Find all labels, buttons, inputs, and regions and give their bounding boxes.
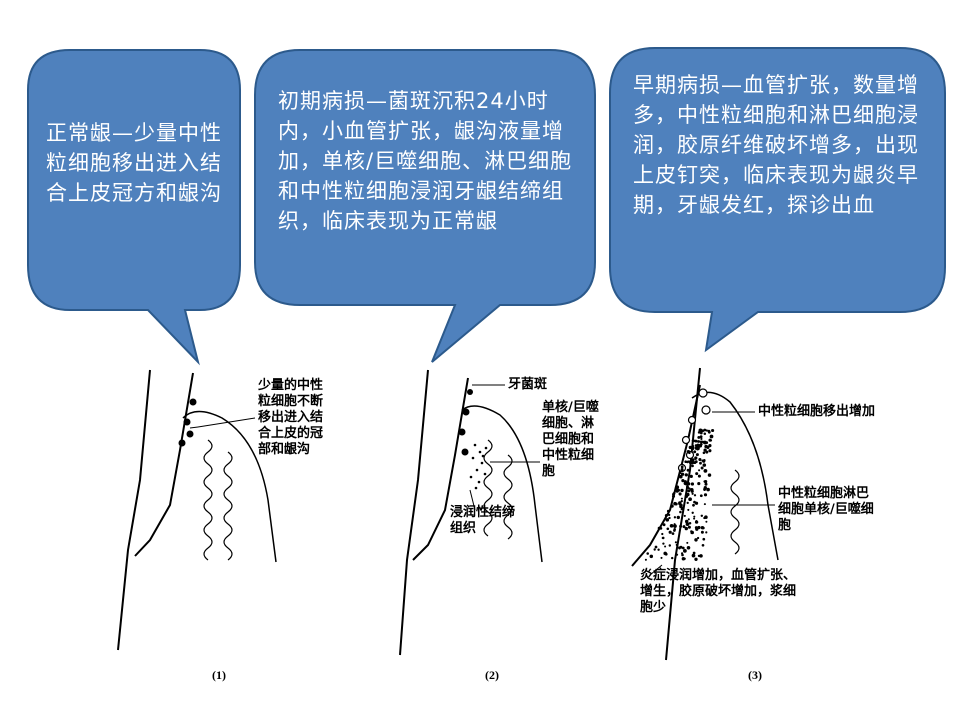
- panel-1-drawing: [117, 369, 277, 651]
- panel-3-inflammation-label: 炎症浸润增加，血管扩张、增生，胶原破坏增加，浆细胞少: [640, 568, 797, 615]
- bubble-1-text: 正常龈—少量中性粒细胞移出进入结合上皮冠方和龈沟: [46, 121, 222, 205]
- callout-bubble-3: [609, 47, 946, 353]
- rete-wave-2: [483, 439, 493, 537]
- gingiva-outline-2: [461, 405, 543, 563]
- callout-bubble-2: [254, 49, 596, 363]
- panel-2-tissue-label: 浸润性结缔组织: [450, 505, 516, 536]
- rete-wave-2b: [503, 454, 513, 540]
- rete-wave-1: [203, 439, 213, 561]
- bubble-2-text: 初期病损—菌斑沉积24小时内，小血管扩张，龈沟液量增加，单核/巨噬细胞、淋巴细胞…: [278, 89, 573, 233]
- tooth-surface-2: [399, 369, 429, 656]
- panel-3-cells-label: 中性粒细胞淋巴细胞单核/巨噬细胞: [778, 486, 874, 533]
- callout-bubble-1: [27, 49, 241, 366]
- epithelium-line-1: [134, 372, 194, 557]
- panel-3-migration-label: 中性粒细胞移出增加: [758, 404, 876, 419]
- tooth-surface-1: [117, 369, 151, 651]
- infiltrate-dots-3: [644, 428, 715, 561]
- neutrophils-1: [178, 398, 197, 447]
- plaque-dots-2: [458, 389, 473, 456]
- panel-3-number: (3): [748, 668, 762, 682]
- panel-2-cells-label: 单核/巨噬细胞、淋巴细胞和中性粒细胞: [542, 400, 599, 479]
- bubble-3-text: 早期病损—血管扩张，数量增多，中性粒细胞和淋巴细胞浸润，胶原纤维破坏增多，出现上…: [633, 73, 919, 217]
- panel-2-drawing: [399, 369, 543, 656]
- panel-1-number: (1): [212, 668, 226, 682]
- panel-1-neutrophil-label: 少量的中性粒细胞不断移出进入结合上皮的冠部和龈沟: [258, 378, 324, 457]
- panel-2-number: (2): [485, 668, 499, 682]
- infiltrate-dots-2: [469, 443, 488, 490]
- epithelium-line-2: [412, 377, 469, 561]
- rete-wave-1b: [223, 451, 233, 561]
- rete-wave-3: [730, 469, 740, 555]
- panel-2-plaque-label: 牙菌斑: [508, 377, 548, 392]
